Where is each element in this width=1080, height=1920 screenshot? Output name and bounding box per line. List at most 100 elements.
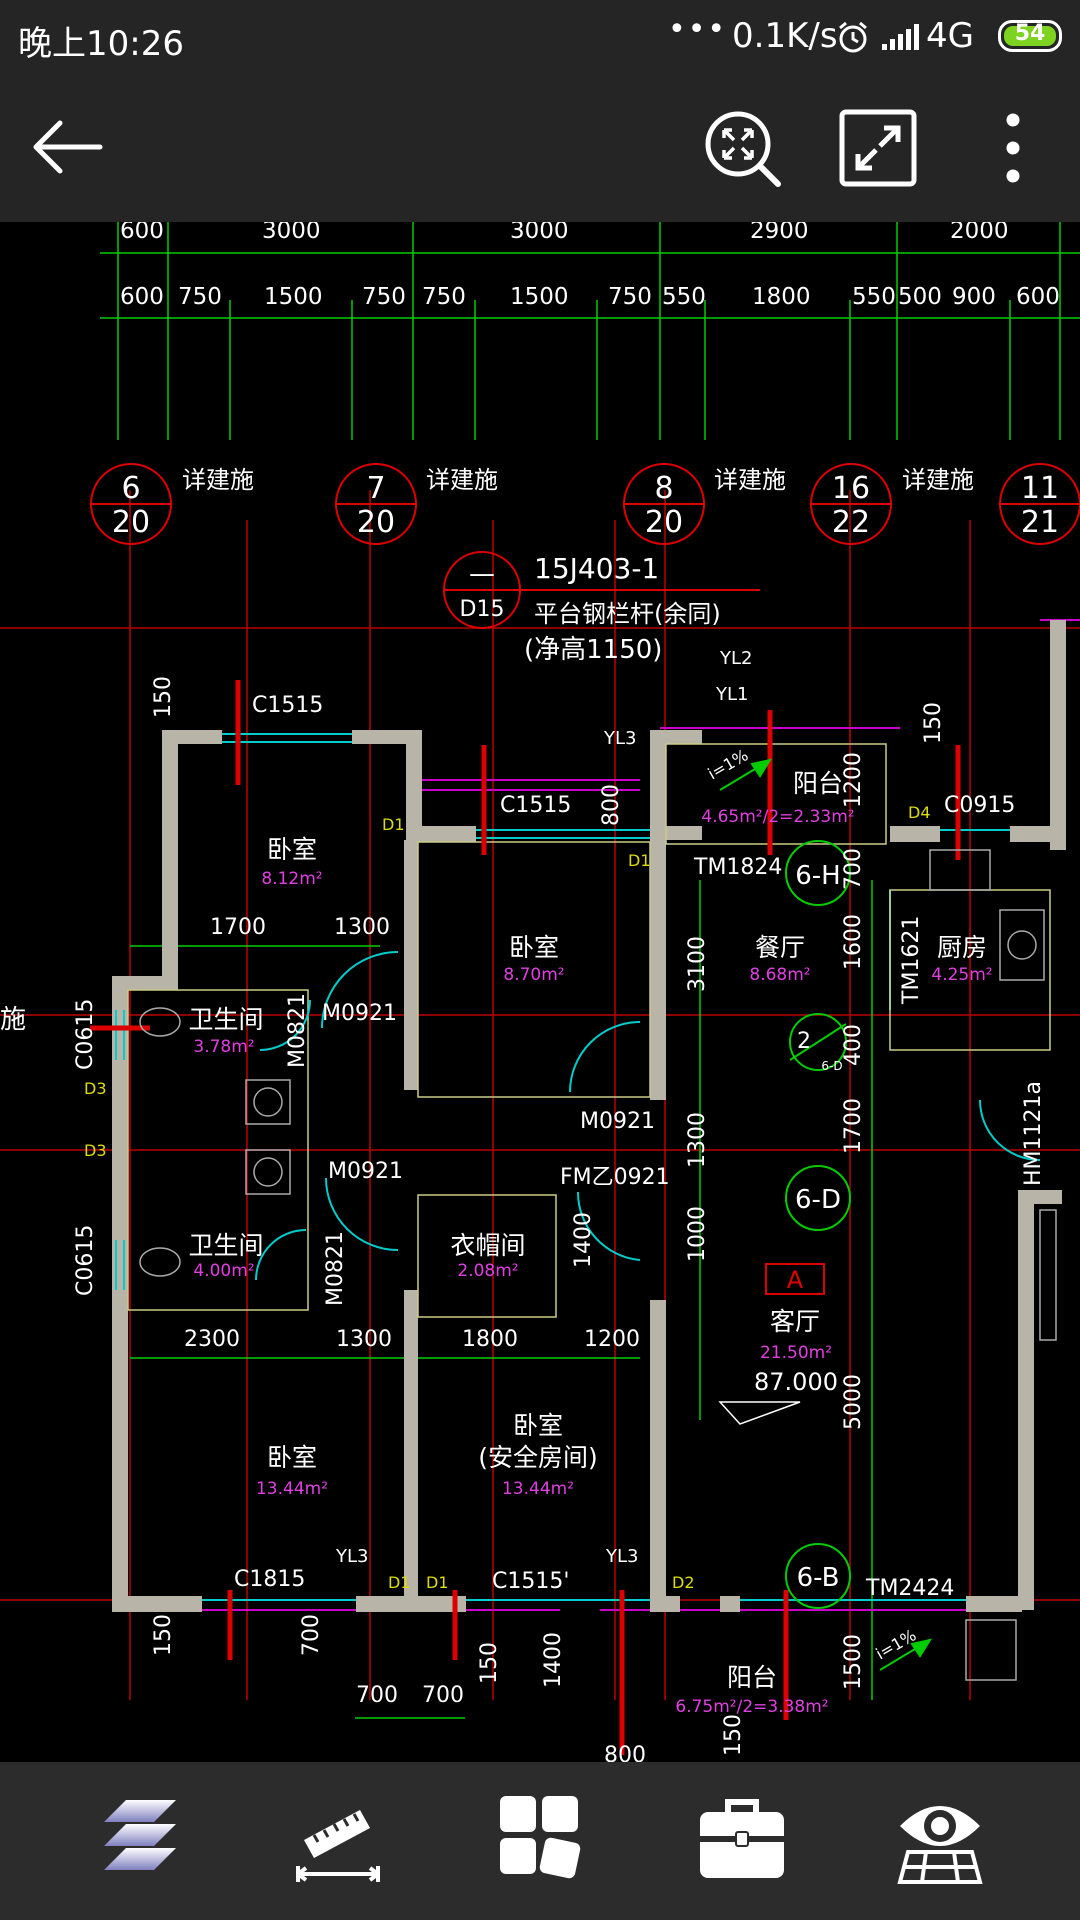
room-name: 卧室: [267, 835, 317, 864]
room-name: 卫生间: [188, 1231, 263, 1260]
walls: [112, 620, 1066, 1612]
room-name: 客厅: [770, 1307, 820, 1336]
railing-ref-num: —: [469, 559, 495, 589]
dim: 1700: [841, 1098, 866, 1154]
room-area: 13.44m²: [256, 1479, 328, 1499]
dim: 700: [841, 848, 866, 890]
callout-note: 详建施: [426, 466, 498, 494]
dim: 1500: [841, 1634, 866, 1690]
signal-icon: [882, 24, 919, 50]
room-name: 卧室: [513, 1411, 563, 1440]
dim: 800: [599, 784, 624, 826]
label-fm: FM乙0921: [560, 1165, 670, 1190]
callout-note: 详建施: [182, 466, 254, 494]
dim: 2300: [184, 1327, 240, 1352]
label-d1: D1: [426, 1573, 449, 1592]
structural-marks: [90, 680, 961, 1755]
slope: i=1%: [705, 745, 752, 783]
sub-dim: 1800: [752, 284, 811, 310]
more-vertical-icon[interactable]: [998, 108, 1028, 188]
railing-desc: 平台钢栏杆(余同): [534, 600, 721, 628]
blocks-icon[interactable]: [496, 1792, 584, 1884]
dim: 5000: [841, 1374, 866, 1430]
top-dim: 600: [120, 222, 164, 244]
grid-labels: 6-H 2 6-D 6-D 6-B: [795, 861, 843, 1593]
room-area: 8.68m²: [749, 965, 810, 985]
measure-ruler-icon[interactable]: [294, 1794, 382, 1882]
dim: 3100: [685, 936, 710, 992]
sub-dim: 550: [852, 284, 896, 310]
sub-dim: 750: [362, 284, 406, 310]
callout-notes: 详建施 详建施 详建施 详建施 15J403-1 平台钢栏杆(余同) (净高11…: [0, 466, 974, 1035]
room-name: 厨房: [937, 933, 987, 962]
railing-height: (净高1150): [524, 635, 662, 665]
elevation: 87.000: [754, 1368, 838, 1396]
callout-num: 6: [121, 471, 140, 506]
zoom-extents-icon[interactable]: [702, 108, 782, 188]
room-names: 卧室 卧室 餐厅 厨房 阳台 卫生间 卫生间 衣帽间 客厅 卧室 卧室 (安全房…: [188, 769, 987, 1692]
label-d2: D2: [672, 1573, 695, 1592]
label-yl3: YL3: [605, 1546, 638, 1567]
callout-note: 详建施: [902, 466, 974, 494]
label-c0915: C0915: [944, 793, 1015, 818]
battery-level: 54: [1014, 21, 1046, 46]
dim: 700: [299, 1614, 324, 1656]
dim: 700: [356, 1683, 398, 1708]
layers-icon[interactable]: [96, 1794, 184, 1882]
back-arrow-icon[interactable]: [30, 117, 104, 177]
label-d1: D1: [628, 851, 651, 870]
label-d1: D1: [382, 815, 405, 834]
callout-sheet: 20: [645, 505, 683, 540]
sub-dim: 500: [898, 284, 942, 310]
room-area: 6.75m²/2=3.38m²: [675, 1697, 828, 1717]
label-d4: D4: [908, 803, 931, 822]
label-m0821: M0821: [285, 993, 310, 1068]
label-d1: D1: [388, 1573, 411, 1592]
label-yl2: YL2: [719, 648, 752, 669]
axis-lines: [0, 490, 1080, 1700]
doors: [255, 951, 1041, 1281]
dim: 1700: [210, 915, 266, 940]
label-hm: HM1121a: [1021, 1081, 1046, 1186]
room-name: 卫生间: [188, 1005, 263, 1034]
dim: 1200: [584, 1327, 640, 1352]
label-d3: D3: [84, 1079, 107, 1098]
sub-dim: 750: [608, 284, 652, 310]
room-area: 3.78m²: [193, 1037, 254, 1057]
grid-label: 6-D: [821, 1059, 842, 1073]
fullscreen-icon[interactable]: [838, 108, 918, 188]
sub-dim: 600: [1016, 284, 1060, 310]
grid-label: 2: [797, 1029, 811, 1054]
dim: 700: [422, 1683, 464, 1708]
drawing-canvas[interactable]: 600 3000 3000 2900 2000 600 750 1500 750…: [0, 222, 1080, 1762]
top-dim: 2000: [950, 222, 1009, 244]
bottom-toolbar: [0, 1762, 1080, 1920]
room-sub: (安全房间): [478, 1443, 598, 1472]
callout-num: 7: [366, 471, 385, 506]
grid-label: 6-B: [797, 1563, 840, 1593]
toolbox-icon[interactable]: [698, 1796, 786, 1880]
label-m0821: M0821: [323, 1231, 348, 1306]
fixtures: [139, 849, 1057, 1681]
label-tm2424: TM2424: [865, 1576, 954, 1601]
label-yl1: YL1: [715, 684, 748, 705]
label-c0615: C0615: [73, 999, 98, 1070]
dim: 1400: [541, 1632, 566, 1688]
sub-dim: 600: [120, 284, 164, 310]
dim: 1200: [841, 752, 866, 808]
callout-sheet: 20: [112, 505, 150, 540]
top-dimensions: 600 3000 3000 2900 2000 600 750 1500 750…: [120, 222, 1060, 310]
callout-sheet: 20: [357, 505, 395, 540]
status-time: 晚上10:26: [18, 24, 184, 64]
label-c1815: C1815: [234, 1567, 305, 1592]
dim: 1000: [685, 1206, 710, 1262]
status-bar: 晚上10:26 ••• 0.1K/s 4G 54: [0, 0, 1080, 72]
dim: 1300: [334, 915, 390, 940]
battery-icon: 54: [998, 20, 1062, 52]
label-m0921: M0921: [328, 1159, 403, 1184]
d-labels: D1 D1 D1 D1 D2 D3 D3 D4: [84, 803, 931, 1592]
status-dots: •••: [668, 12, 728, 47]
view-eye-icon[interactable]: [896, 1792, 984, 1884]
grid-bubbles: [785, 840, 851, 1609]
label-tm1824: TM1824: [693, 855, 782, 880]
